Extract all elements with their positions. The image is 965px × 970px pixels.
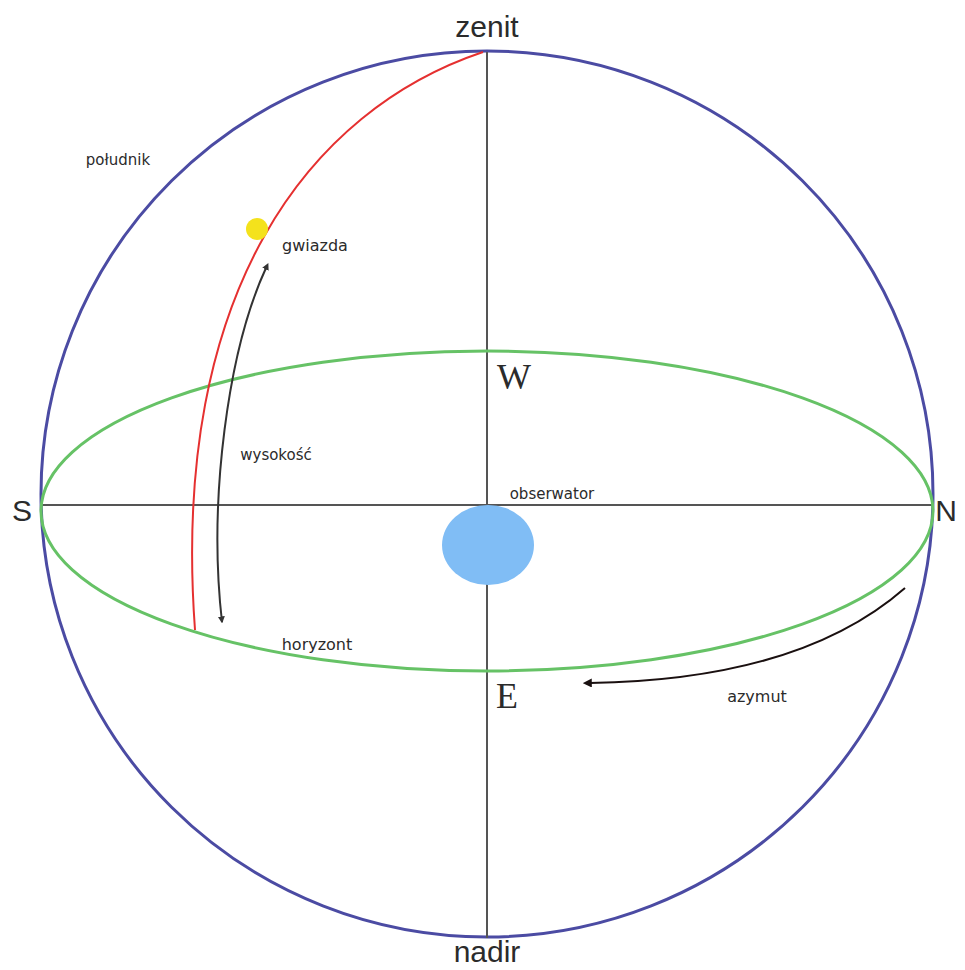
- horizon-label: horyzont: [280, 636, 355, 654]
- altitude-arrow: [218, 268, 266, 622]
- direction-label: N: [933, 494, 959, 527]
- direction-label: E: [494, 677, 520, 717]
- zenith-label: zenit: [453, 10, 520, 43]
- star-label: gwiazda: [280, 237, 350, 255]
- vertical-circle: [192, 52, 483, 630]
- direction-label: W: [495, 358, 533, 398]
- nadir-label: nadir: [452, 935, 523, 968]
- meridian-circle: [41, 51, 933, 937]
- direction-label: S: [10, 494, 34, 527]
- observer-disc: [442, 505, 534, 585]
- azimuth-arrow: [590, 588, 905, 683]
- star-dot: [246, 218, 268, 240]
- meridian-label: południk: [84, 152, 152, 169]
- observer-label: obserwator: [508, 486, 597, 503]
- azimuth-label: azymut: [725, 688, 789, 706]
- zenith-nadir-axis: [486, 52, 488, 938]
- altitude-label: wysokość: [238, 447, 314, 464]
- horizon-ellipse: [41, 351, 933, 671]
